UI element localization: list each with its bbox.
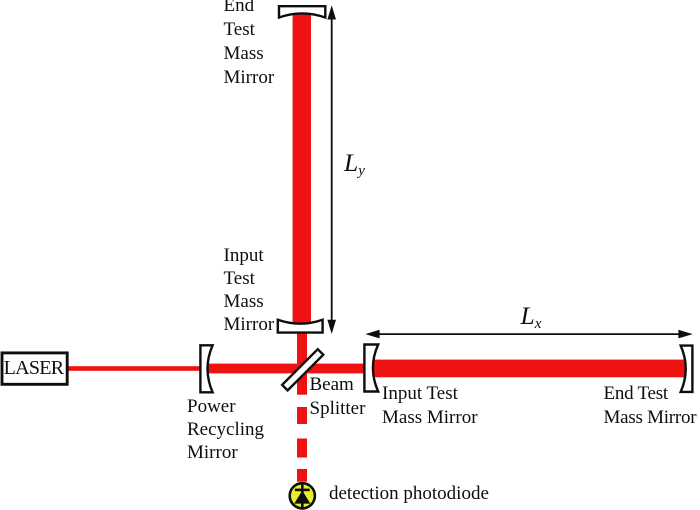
beam-splitter-label: Beam Splitter xyxy=(310,373,366,421)
label-line: Splitter xyxy=(309,398,366,420)
input-test-mass-mirror-y-shape xyxy=(276,318,324,334)
beam-splitter-shape xyxy=(280,347,325,393)
label-line: Test xyxy=(223,268,255,289)
beam-dash-1 xyxy=(297,407,307,424)
detection-photodiode-symbol xyxy=(288,481,317,510)
input-test-mass-mirror-x-shape xyxy=(363,343,381,393)
label-line: Test xyxy=(223,19,255,41)
dimension-arrows xyxy=(327,5,693,339)
label-line: Recycling xyxy=(187,419,265,441)
end-test-mass-mirror-y-shape xyxy=(277,5,327,20)
beam-laser-to-prm xyxy=(66,366,207,371)
arm-length-x-subscript: x xyxy=(534,315,542,332)
arm-length-y-subscript: y xyxy=(358,163,365,179)
end-test-mass-mirror-x-label: End Test Mass Mirror xyxy=(604,382,697,430)
beam-dash-2 xyxy=(297,438,307,458)
beam-bs-to-itm-y xyxy=(297,328,307,395)
x-arm-arrow-head-left xyxy=(365,329,380,339)
arm-length-y-base: L xyxy=(344,148,359,177)
laser-box xyxy=(0,351,69,386)
laser-beams xyxy=(66,11,685,482)
arm-length-x-label: Lx xyxy=(520,300,542,332)
label-line: Input xyxy=(223,245,264,267)
end-test-mass-mirror-x-shape xyxy=(678,344,694,394)
x-arm-arrow-head-right xyxy=(678,329,693,339)
y-arm-arrow-head-bottom xyxy=(327,319,336,334)
beam-prm-to-itm xyxy=(203,363,373,374)
input-test-mass-mirror-x-label: Input Test Mass Mirror xyxy=(382,382,478,430)
laser-label: LASER xyxy=(3,357,65,379)
y-arm-arrow-head-top xyxy=(327,5,336,20)
label-line: Power xyxy=(187,395,236,417)
label-line: Mass xyxy=(223,43,264,64)
beam-x-arm-cavity xyxy=(371,359,685,378)
power-recycling-mirror-label: Power Recycling Mirror xyxy=(187,395,264,465)
beam-dash-3 xyxy=(297,469,307,482)
label-line: End Test xyxy=(603,383,669,405)
photodiode-triangle xyxy=(294,490,311,504)
beam-y-arm-cavity xyxy=(292,11,311,325)
label-line: Input Test xyxy=(382,383,458,405)
label-line: Mirror xyxy=(187,442,238,464)
label-line: Mass Mirror xyxy=(603,407,697,429)
arm-length-x-base: L xyxy=(520,300,535,330)
label-line: Mass xyxy=(223,290,264,312)
end-test-mass-mirror-y-label: End Test Mass Mirror xyxy=(224,0,275,90)
optics xyxy=(0,5,694,394)
label-line: Mass Mirror xyxy=(382,407,478,429)
label-line: End xyxy=(223,0,255,17)
power-recycling-mirror-shape xyxy=(199,344,215,394)
label-line: Beam xyxy=(309,374,354,396)
detection-photodiode-label: detection photodiode xyxy=(329,482,489,504)
arm-length-y-label: Ly xyxy=(344,148,365,179)
label-line: Mirror xyxy=(223,313,275,335)
label-line: Mirror xyxy=(223,66,275,88)
input-test-mass-mirror-y-label: Input Test Mass Mirror xyxy=(224,245,275,337)
